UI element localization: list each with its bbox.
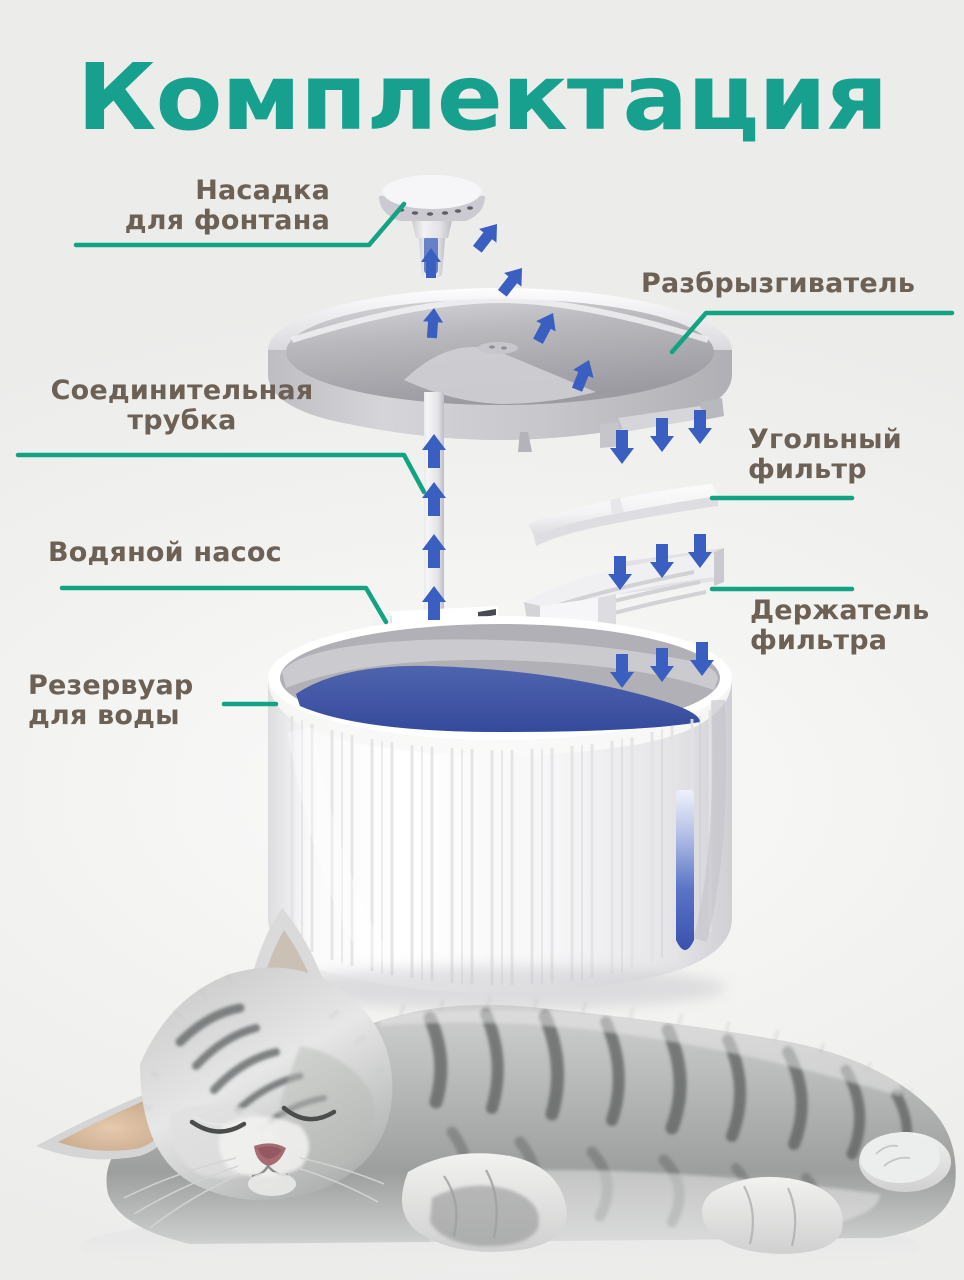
label-filter-holder: Держатель фильтра: [750, 595, 930, 657]
kitten-front-paws: [401, 1153, 843, 1254]
water-reservoir-part: [268, 616, 732, 1010]
label-water-pump: Водяной насос: [48, 537, 282, 568]
label-connecting-tube: Соединительная трубка: [50, 375, 314, 437]
label-sprinkler: Разбрызгиватель: [641, 268, 916, 299]
flow-arrow-up: [422, 434, 446, 620]
sleeping-kitten-photo: [36, 908, 956, 1280]
water-flow-arrows: [421, 224, 714, 688]
charcoal-filter-part: [528, 484, 718, 546]
kitten-head: [36, 908, 393, 1229]
flow-arrow-spray: [423, 224, 594, 392]
water-level-window-part: [676, 790, 694, 950]
label-water-reservoir: Резервуар для воды: [28, 670, 194, 732]
label-charcoal-filter: Угольный фильтр: [748, 424, 902, 486]
flow-arrow-down: [608, 410, 714, 688]
kitten-hind-paw: [859, 1132, 951, 1192]
sprinkler-tray-part: [268, 288, 732, 452]
label-fountain-nozzle: Насадка для фонтана: [124, 175, 330, 237]
page-title: Комплектация: [76, 44, 888, 151]
